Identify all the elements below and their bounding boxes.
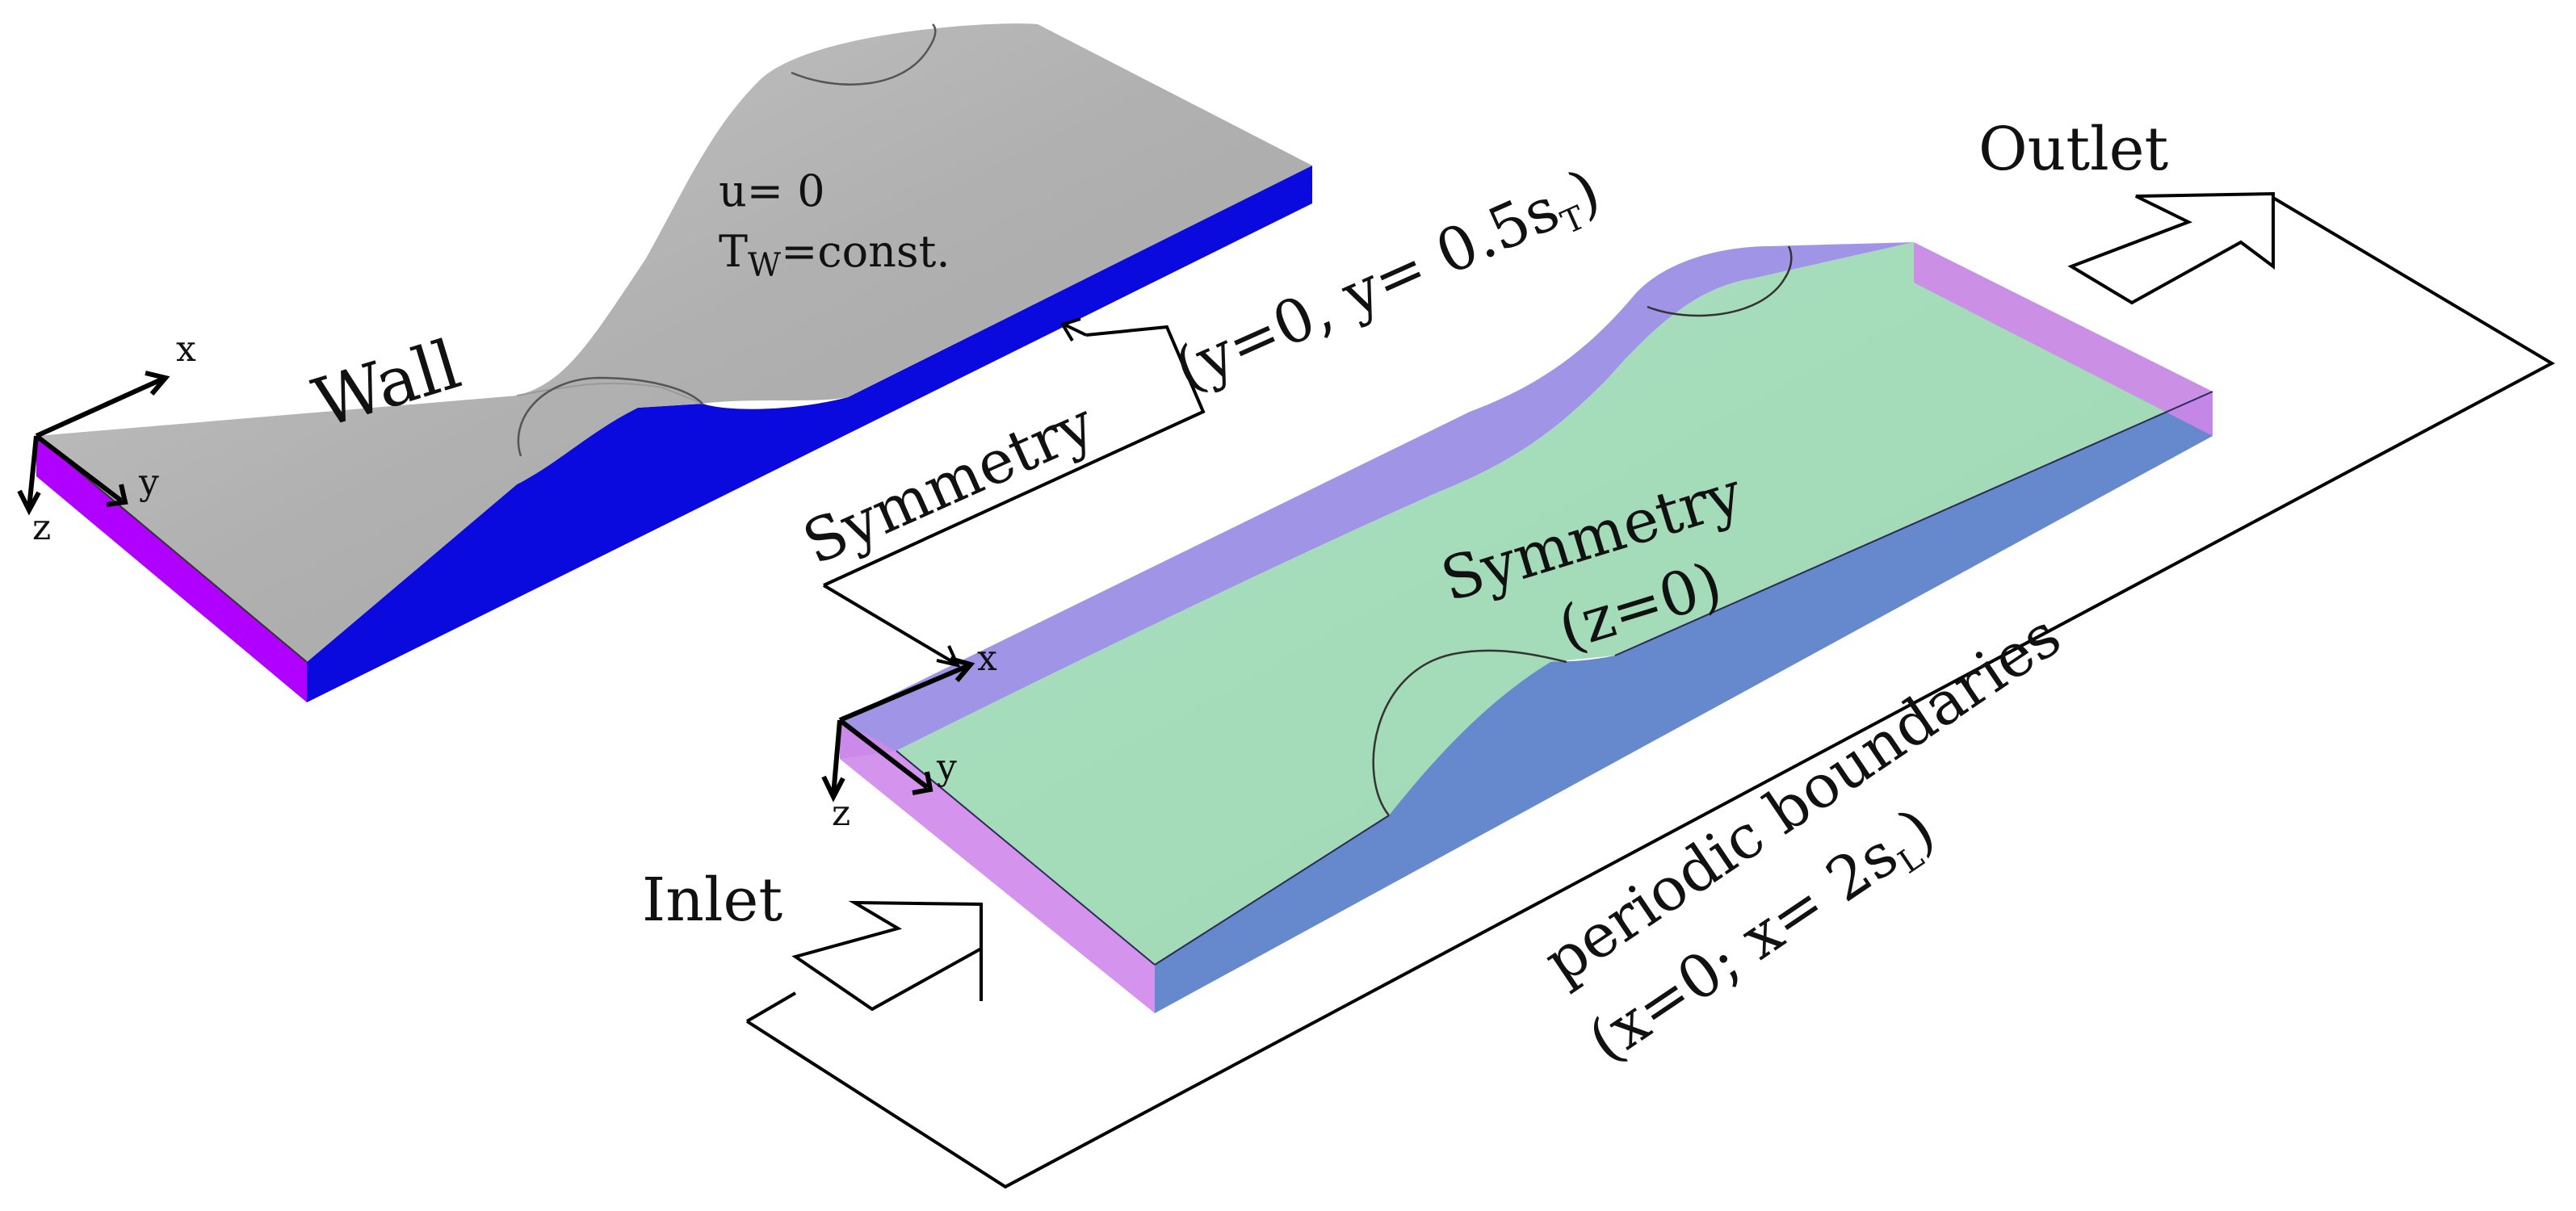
temperature-condition: TW=const. — [719, 226, 950, 284]
wall-end-face — [36, 436, 307, 702]
inlet-arrow — [791, 900, 983, 1012]
symmetry-geometry — [840, 242, 2213, 1013]
wall-cylinder-cut-2 — [791, 23, 937, 86]
axis-z-label-right: z — [832, 793, 850, 834]
temperature-rest: =const. — [781, 226, 950, 277]
axis-x-label-right: x — [977, 638, 997, 679]
symmetry-y-callout — [822, 317, 1206, 668]
outlet-label: Outlet — [1978, 115, 2169, 184]
velocity-condition: u= 0 — [719, 166, 825, 216]
symmetry-top-plane — [896, 242, 2213, 965]
axis-y-label-left: y — [138, 462, 159, 503]
outlet-end-face — [1914, 242, 2213, 436]
axis-z-label-left: z — [32, 507, 51, 548]
wall-cylinder-cut-1 — [517, 376, 703, 457]
axes-right — [821, 656, 975, 802]
wall-geometry — [36, 23, 1312, 702]
axes-left — [17, 371, 170, 516]
temperature-subscript: W — [748, 247, 781, 284]
periodic-loop — [745, 196, 2556, 1189]
axis-y-label-right: y — [936, 747, 957, 788]
symmetry-side-face — [1155, 392, 2213, 1013]
axis-x-label-left: x — [176, 329, 196, 370]
inlet-label: Inlet — [642, 865, 782, 935]
temperature-symbol: T — [719, 226, 748, 277]
outlet-arrow — [2067, 191, 2275, 305]
wall-top-surface — [36, 23, 1312, 662]
symmetry-cylinder-cut-1 — [1372, 649, 1567, 816]
wall-side-face — [307, 166, 1312, 702]
symmetry-back-face — [840, 242, 1914, 759]
symmetry-cylinder-cut-2 — [1647, 245, 1793, 317]
